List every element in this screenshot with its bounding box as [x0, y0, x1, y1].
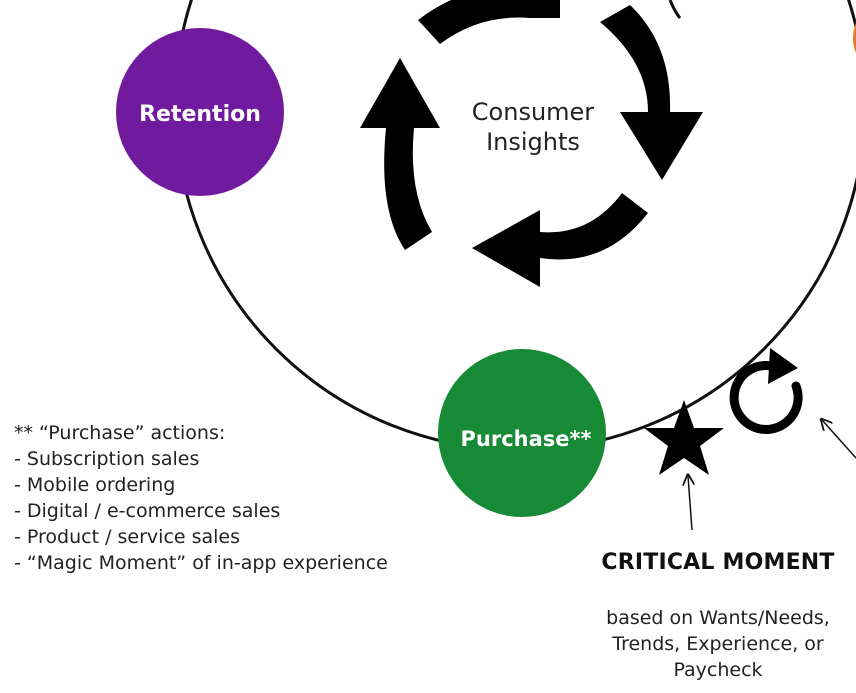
purchase-action-item: - Digital / e-commerce sales [14, 500, 281, 522]
purchase-node [438, 349, 606, 517]
pointer-arrow-to-star [688, 476, 692, 531]
purchase-label: Purchase** [461, 427, 592, 451]
pointer-arrow-to-refresh [822, 420, 856, 459]
cycle-arrow-top [418, 0, 560, 44]
critical-desc-line: Paycheck [673, 659, 763, 681]
cycle-arrow-left [360, 58, 440, 250]
star-icon [644, 400, 724, 475]
cycle-arrow-right [600, 5, 703, 180]
refresh-icon [729, 348, 803, 434]
retention-label: Retention [139, 102, 261, 127]
critical-moment-title: CRITICAL MOMENT [601, 550, 835, 575]
purchase-actions-list: ** “Purchase” actions: - Subscription sa… [14, 420, 454, 576]
critical-moment-description: based on Wants/Needs, Trends, Experience… [578, 605, 856, 683]
cycle-arrow-bottom [472, 193, 648, 287]
retention-node [116, 28, 284, 196]
critical-desc-line: based on Wants/Needs, [606, 607, 830, 629]
partial-node [853, 22, 856, 54]
purchase-action-item: - Subscription sales [14, 448, 200, 470]
critical-desc-line: Trends, Experience, or [612, 633, 824, 655]
center-label-line1: Consumer [472, 98, 595, 126]
purchase-action-item: - Mobile ordering [14, 474, 176, 496]
center-label-line2: Insights [486, 128, 580, 156]
purchase-actions-heading: ** “Purchase” actions: [14, 422, 226, 444]
purchase-action-item: - “Magic Moment” of in-app experience [14, 552, 388, 574]
insights-cycle-arrows [360, 0, 703, 287]
purchase-action-item: - Product / service sales [14, 526, 241, 548]
partial-arc [668, 0, 682, 19]
